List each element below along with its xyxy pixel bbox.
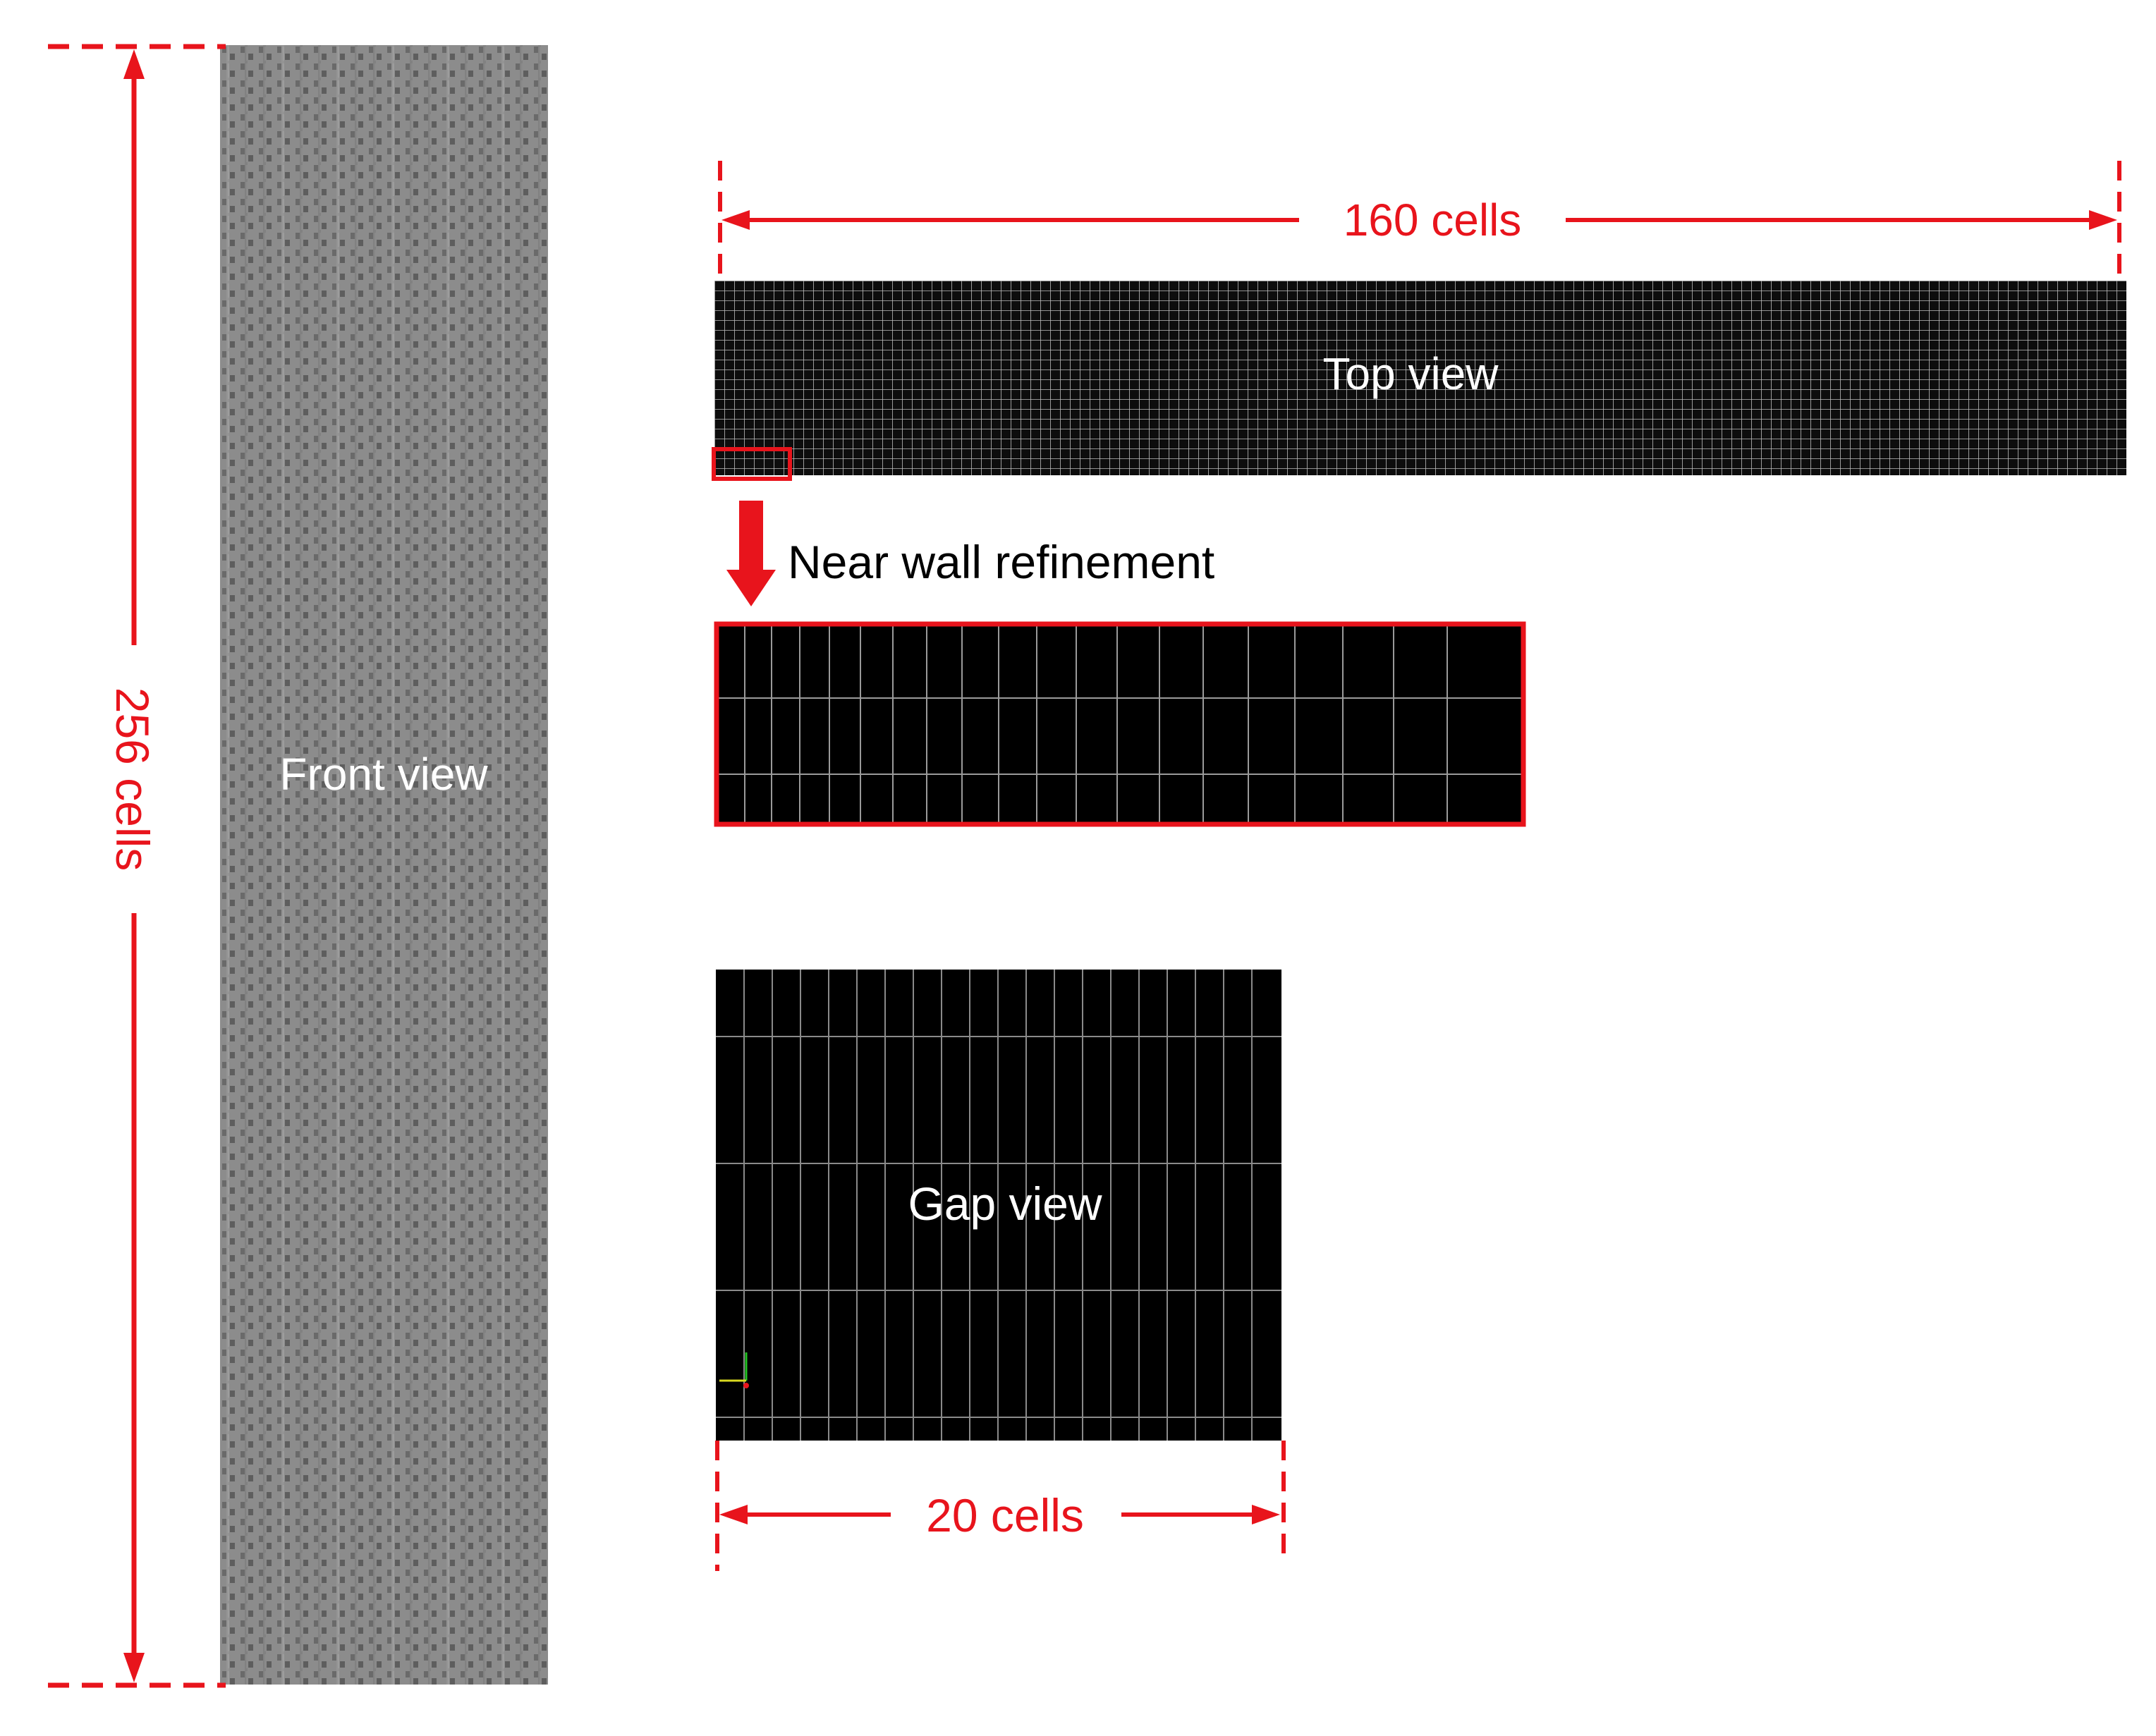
mesh-column-stripe: [465, 45, 468, 1685]
refinement-highlight-box: [712, 447, 792, 481]
mesh-column-stripe: [336, 45, 339, 1685]
dimension-arrowhead-right: [1252, 1505, 1280, 1524]
top-view-dimension: 160 cells: [718, 161, 2121, 281]
refinement-zoom-panel: [714, 621, 1526, 827]
mesh-column-stripe: [446, 45, 449, 1685]
front-view-dimension: 256 cells: [48, 44, 226, 1688]
refinement-arrow-shaft: [739, 501, 763, 571]
front-view-mesh: [220, 45, 548, 1685]
dimension-arrowhead-left: [719, 1505, 748, 1524]
front-view-mesh-columns: [226, 45, 541, 1685]
mesh-column-stripe: [483, 45, 486, 1685]
mesh-column-stripe: [391, 45, 394, 1685]
refinement-arrow-head: [726, 570, 776, 606]
mesh-column-stripe: [501, 45, 504, 1685]
dimension-arrowhead-up: [123, 49, 145, 79]
dimension-arrowhead-right: [2089, 210, 2117, 230]
mesh-column-stripe: [245, 45, 248, 1685]
gap-view-dimension-label: 20 cells: [926, 1489, 1084, 1541]
top-view-dimension-label: 160 cells: [1344, 195, 1522, 245]
mesh-column-stripe: [520, 45, 523, 1685]
gap-view-dimension: 20 cells: [715, 1441, 1286, 1571]
mesh-column-stripe: [226, 45, 229, 1685]
dimension-arrowhead-down: [123, 1653, 145, 1682]
mesh-column-stripe: [355, 45, 358, 1685]
top-view-label: Top view: [1323, 348, 1499, 399]
refinement-label: Near wall refinement: [788, 536, 1214, 588]
front-view-dimension-label: 256 cells: [106, 687, 159, 872]
mesh-column-stripe: [318, 45, 321, 1685]
mesh-column-stripe: [538, 45, 541, 1685]
dimension-arrowhead-left: [721, 210, 750, 230]
refinement-callout: Near wall refinement: [726, 501, 1214, 606]
front-view: Front view: [220, 45, 548, 1685]
top-view: Top view: [712, 281, 2126, 481]
gap-view-label: Gap view: [908, 1178, 1102, 1230]
top-view-mesh: [714, 281, 2126, 475]
gap-view-grid-lines: [716, 970, 1281, 1441]
refinement-zoom-mesh: [717, 624, 1523, 824]
axis-triad-icon: [719, 1352, 749, 1388]
front-view-label: Front view: [279, 749, 488, 800]
mesh-column-stripe: [410, 45, 413, 1685]
mesh-column-stripe: [263, 45, 266, 1685]
refinement-zoom-frame: [714, 621, 1526, 827]
mesh-column-stripe: [428, 45, 431, 1685]
refinement-zoom-grid-lines: [717, 624, 1523, 824]
gap-view: Gap view: [716, 970, 1281, 1441]
mesh-column-stripe: [373, 45, 376, 1685]
mesh-column-stripe: [300, 45, 303, 1685]
mesh-column-stripe: [281, 45, 284, 1685]
